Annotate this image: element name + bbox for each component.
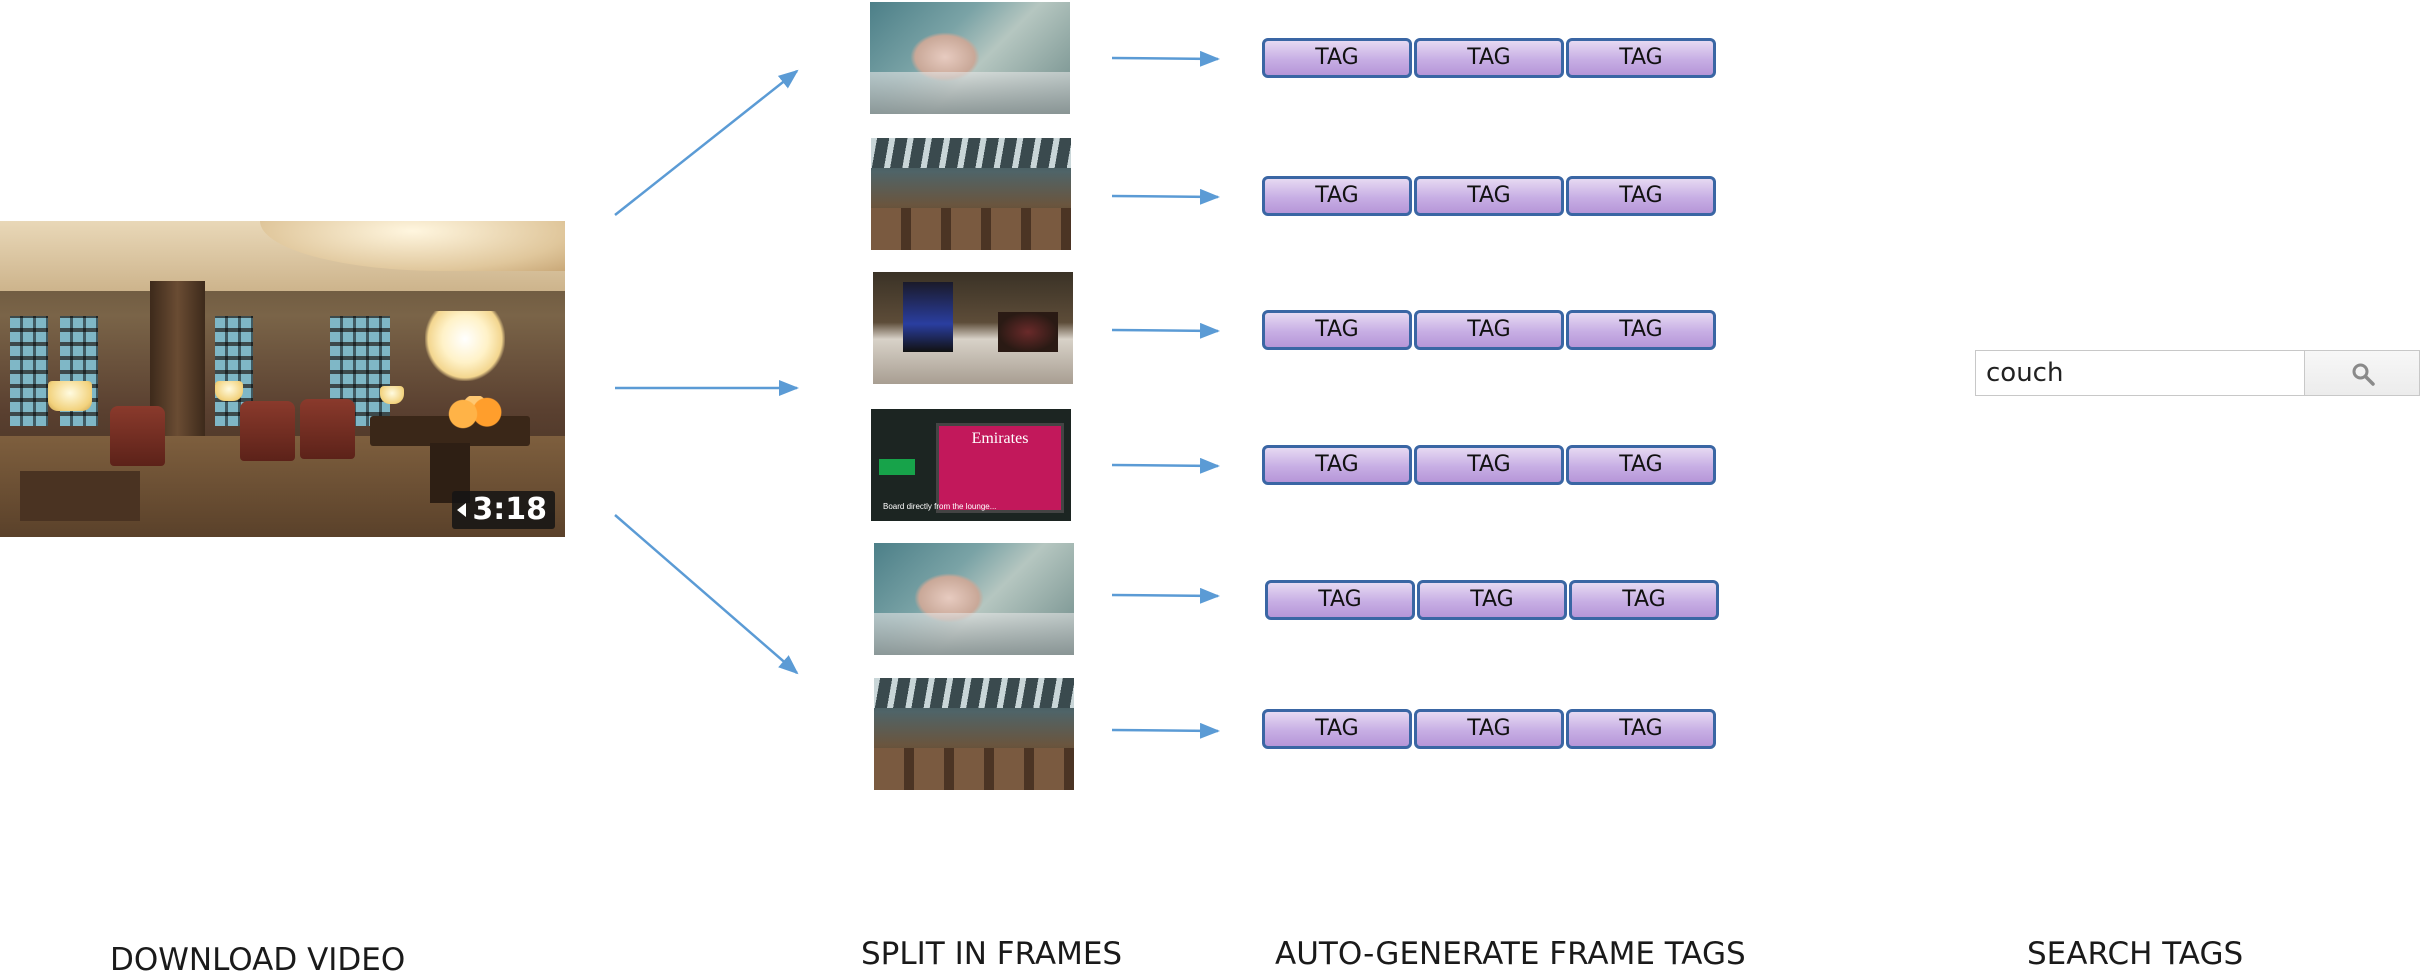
sign-title: Emirates [971, 430, 1029, 447]
lamp [380, 386, 404, 404]
emirates-sign: Emirates [936, 423, 1064, 513]
arrow-frame-6-to-tags [1111, 722, 1220, 739]
arrow-frame-5-to-tags [1111, 587, 1220, 604]
lamp [48, 381, 92, 411]
play-icon [457, 503, 467, 517]
frame-thumbnail-6[interactable] [874, 678, 1074, 790]
chair [110, 406, 165, 466]
duration-text: 3:18 [472, 492, 547, 527]
side-table [20, 471, 140, 521]
window [10, 316, 48, 426]
tag-row-4: TAG TAG TAG [1262, 445, 1718, 485]
arrow-frame-1-to-tags [1111, 50, 1220, 67]
tag[interactable]: TAG [1414, 38, 1564, 78]
video-thumbnail[interactable]: 3:18 [0, 221, 565, 537]
tag[interactable]: TAG [1566, 310, 1716, 350]
stage-label-download: DOWNLOAD VIDEO [110, 942, 406, 978]
arrow-video-to-frames-top [614, 69, 799, 216]
tag[interactable]: TAG [1566, 176, 1716, 216]
tag-row-1: TAG TAG TAG [1262, 38, 1718, 78]
exit-sign [879, 459, 915, 475]
search-input[interactable] [1975, 350, 2304, 396]
frame-thumbnail-3[interactable] [873, 272, 1073, 384]
tag[interactable]: TAG [1262, 176, 1412, 216]
tag[interactable]: TAG [1414, 176, 1564, 216]
tag[interactable]: TAG [1262, 709, 1412, 749]
chair [300, 399, 355, 459]
magnifier-icon [2352, 363, 2375, 386]
stage-label-autotag: AUTO-GENERATE FRAME TAGS [1275, 936, 1746, 972]
tag[interactable]: TAG [1414, 709, 1564, 749]
frame-caption: Board directly from the lounge... [883, 502, 997, 511]
chair [240, 401, 295, 461]
stage-label-split: SPLIT IN FRAMES [861, 936, 1123, 972]
tag-row-2: TAG TAG TAG [1262, 176, 1718, 216]
tag[interactable]: TAG [1414, 310, 1564, 350]
tag[interactable]: TAG [1262, 310, 1412, 350]
chandelier [425, 311, 505, 381]
frame-thumbnail-5[interactable] [874, 543, 1074, 655]
tag-row-3: TAG TAG TAG [1262, 310, 1718, 350]
stage-label-search: SEARCH TAGS [2027, 936, 2244, 972]
lamp [215, 381, 243, 401]
tag[interactable]: TAG [1417, 580, 1567, 620]
flowers [445, 396, 505, 432]
tag[interactable]: TAG [1262, 445, 1412, 485]
arrow-frame-3-to-tags [1111, 322, 1220, 339]
arrow-frame-2-to-tags [1111, 188, 1220, 205]
tag-row-6: TAG TAG TAG [1262, 709, 1718, 749]
tag[interactable]: TAG [1569, 580, 1719, 620]
arrow-frame-4-to-tags [1111, 457, 1220, 474]
tag[interactable]: TAG [1262, 38, 1412, 78]
tag[interactable]: TAG [1265, 580, 1415, 620]
frame-thumbnail-1[interactable] [870, 2, 1070, 114]
tag-row-5: TAG TAG TAG [1265, 580, 1721, 620]
tag[interactable]: TAG [1566, 709, 1716, 749]
tag[interactable]: TAG [1414, 445, 1564, 485]
tag[interactable]: TAG [1566, 38, 1716, 78]
duration-badge: 3:18 [452, 491, 555, 529]
search-button[interactable] [2304, 350, 2420, 396]
search-bar [1975, 350, 2420, 396]
frame-thumbnail-2[interactable] [871, 138, 1071, 250]
arrow-video-to-frames-bottom [614, 514, 799, 675]
tag[interactable]: TAG [1566, 445, 1716, 485]
frame-thumbnail-4[interactable]: Emirates Board directly from the lounge.… [871, 409, 1071, 521]
